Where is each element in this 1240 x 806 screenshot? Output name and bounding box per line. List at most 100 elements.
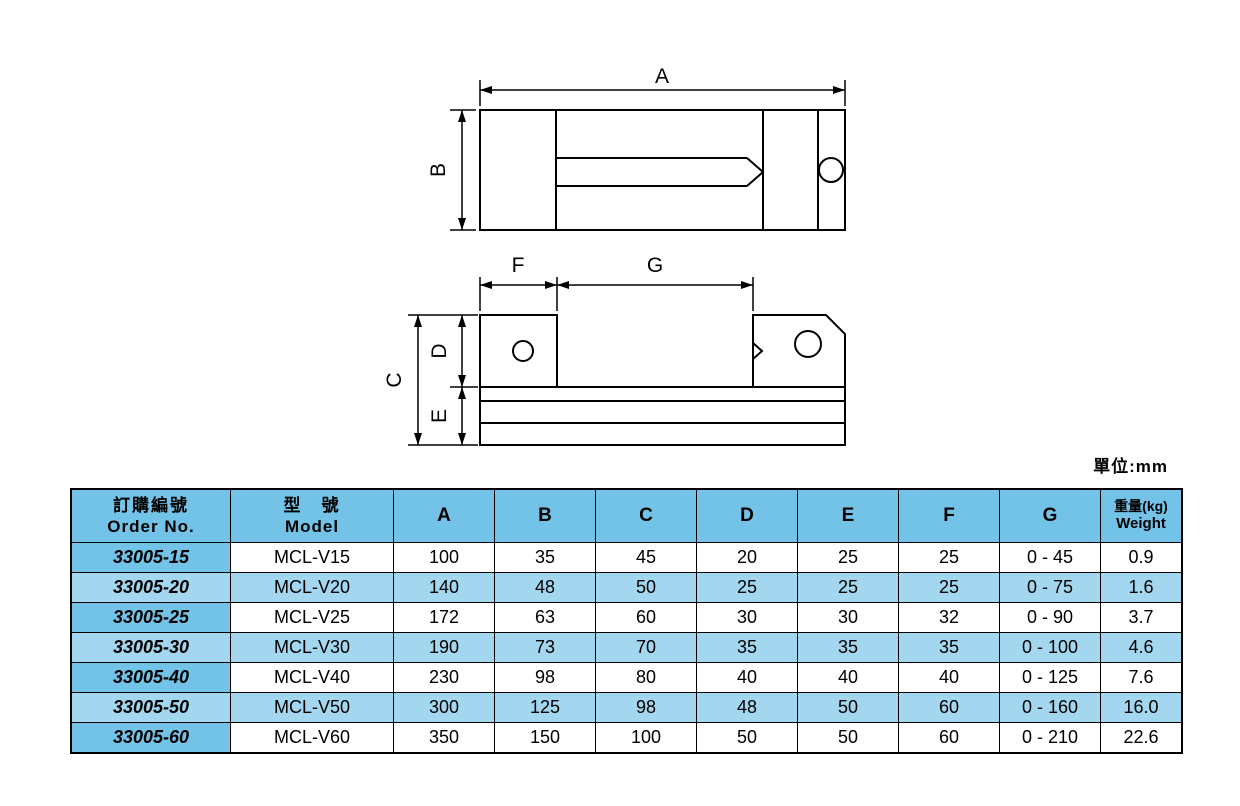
spec-value-cell: 25 bbox=[696, 572, 798, 603]
spec-value-cell: 0 - 90 bbox=[999, 602, 1101, 633]
vise-top-outline bbox=[479, 109, 846, 231]
dim-label-g: G bbox=[647, 254, 663, 277]
spec-value-cell: 98 bbox=[595, 692, 697, 723]
spec-value-cell: 100 bbox=[393, 542, 495, 573]
model-cell: MCL-V60 bbox=[230, 722, 394, 754]
spec-value-cell: 3.7 bbox=[1100, 602, 1183, 633]
dim-label-b: B bbox=[427, 163, 450, 177]
spec-value-cell: 140 bbox=[393, 572, 495, 603]
movable-jaw-block bbox=[752, 314, 846, 388]
column-header: E bbox=[797, 488, 899, 543]
vise-side-outline bbox=[479, 314, 846, 446]
dimension-f: F bbox=[479, 254, 558, 311]
model-cell: MCL-V20 bbox=[230, 572, 394, 603]
column-header: F bbox=[898, 488, 1000, 543]
spec-value-cell: 25 bbox=[797, 572, 899, 603]
hole-left-jaw bbox=[512, 340, 534, 362]
spec-value-cell: 20 bbox=[696, 542, 798, 573]
dimension-c: C bbox=[383, 314, 478, 446]
technical-drawing: A B bbox=[383, 65, 846, 446]
column-header: A bbox=[393, 488, 495, 543]
spec-value-cell: 48 bbox=[696, 692, 798, 723]
spec-value-cell: 35 bbox=[696, 632, 798, 663]
model-cell: MCL-V25 bbox=[230, 602, 394, 633]
spec-value-cell: 40 bbox=[797, 662, 899, 693]
spec-value-cell: 0 - 100 bbox=[999, 632, 1101, 663]
dimension-b: B bbox=[427, 109, 476, 231]
spec-value-cell: 300 bbox=[393, 692, 495, 723]
order-no-cell: 33005-20 bbox=[70, 572, 231, 603]
dim-label-a: A bbox=[655, 65, 669, 88]
dimension-d: D bbox=[428, 315, 478, 388]
spec-value-cell: 50 bbox=[797, 722, 899, 754]
header-line2: Model bbox=[284, 517, 340, 536]
column-header: C bbox=[595, 488, 697, 543]
spec-value-cell: 98 bbox=[494, 662, 596, 693]
hole-right-jaw bbox=[794, 330, 822, 358]
spec-value-cell: 35 bbox=[797, 632, 899, 663]
spec-value-cell: 25 bbox=[898, 542, 1000, 573]
spec-value-cell: 0 - 125 bbox=[999, 662, 1101, 693]
spec-value-cell: 30 bbox=[696, 602, 798, 633]
vise-base bbox=[479, 386, 846, 446]
spec-value-cell: 60 bbox=[595, 602, 697, 633]
unit-note: 單位:mm bbox=[1093, 457, 1168, 476]
fixed-jaw-block bbox=[479, 314, 558, 388]
order-no-cell: 33005-60 bbox=[70, 722, 231, 754]
order-no-cell: 33005-25 bbox=[70, 602, 231, 633]
spec-value-cell: 7.6 bbox=[1100, 662, 1183, 693]
model-cell: MCL-V15 bbox=[230, 542, 394, 573]
side-view-drawing: F G C bbox=[383, 254, 846, 446]
spec-value-cell: 0 - 160 bbox=[999, 692, 1101, 723]
top-view-drawing: A B bbox=[427, 65, 846, 231]
spec-value-cell: 30 bbox=[797, 602, 899, 633]
spec-value-cell: 50 bbox=[797, 692, 899, 723]
spec-value-cell: 25 bbox=[898, 572, 1000, 603]
spec-value-cell: 35 bbox=[494, 542, 596, 573]
column-header: G bbox=[999, 488, 1101, 543]
spec-value-cell: 60 bbox=[898, 722, 1000, 754]
spec-value-cell: 63 bbox=[494, 602, 596, 633]
spec-value-cell: 32 bbox=[898, 602, 1000, 633]
spec-value-cell: 150 bbox=[494, 722, 596, 754]
spec-value-cell: 73 bbox=[494, 632, 596, 663]
header-line2: Weight bbox=[1116, 515, 1166, 533]
spec-value-cell: 40 bbox=[898, 662, 1000, 693]
order-no-cell: 33005-30 bbox=[70, 632, 231, 663]
dimension-g: G bbox=[557, 254, 754, 311]
spec-value-cell: 1.6 bbox=[1100, 572, 1183, 603]
model-cell: MCL-V30 bbox=[230, 632, 394, 663]
model-cell: MCL-V40 bbox=[230, 662, 394, 693]
spec-value-cell: 0 - 45 bbox=[999, 542, 1101, 573]
spec-value-cell: 50 bbox=[696, 722, 798, 754]
order-no-cell: 33005-40 bbox=[70, 662, 231, 693]
spec-value-cell: 35 bbox=[898, 632, 1000, 663]
spec-value-cell: 4.6 bbox=[1100, 632, 1183, 663]
model-cell: MCL-V50 bbox=[230, 692, 394, 723]
dimension-a: A bbox=[479, 65, 846, 106]
spec-value-cell: 0 - 75 bbox=[999, 572, 1101, 603]
spec-value-cell: 45 bbox=[595, 542, 697, 573]
dim-label-d: D bbox=[428, 343, 451, 358]
spec-value-cell: 70 bbox=[595, 632, 697, 663]
order-no-cell: 33005-50 bbox=[70, 692, 231, 723]
spec-value-cell: 172 bbox=[393, 602, 495, 633]
header-line2: Order No. bbox=[107, 517, 195, 536]
spec-value-cell: 40 bbox=[696, 662, 798, 693]
spec-value-cell: 25 bbox=[797, 542, 899, 573]
spec-value-cell: 350 bbox=[393, 722, 495, 754]
dim-label-f: F bbox=[512, 254, 525, 277]
spec-value-cell: 80 bbox=[595, 662, 697, 693]
column-header: 重量(kg)Weight bbox=[1100, 488, 1183, 543]
